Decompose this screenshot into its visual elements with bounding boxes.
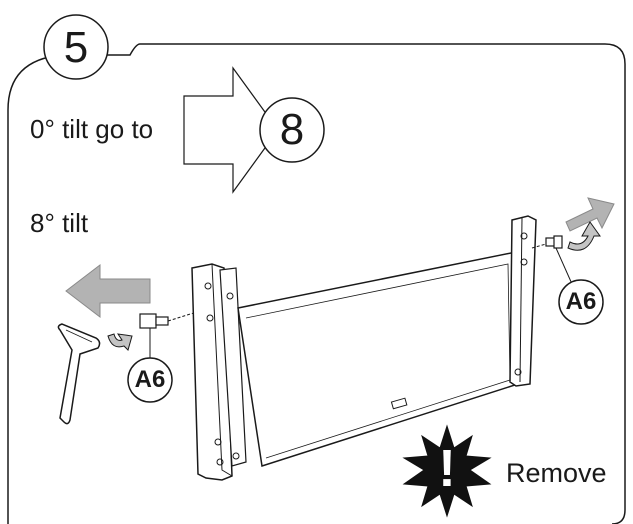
zero-tilt-label: 0° tilt go to — [30, 114, 154, 144]
allen-key-inner-line — [65, 329, 93, 343]
step-frame — [7, 43, 626, 524]
left-rotate-arrow-icon — [107, 333, 133, 351]
right-callout-circle — [558, 279, 604, 325]
bracket-hole — [520, 258, 528, 266]
remove-label: Remove — [506, 458, 607, 488]
right-screw-icon — [531, 235, 563, 249]
left-direction-arrow-icon — [65, 263, 151, 319]
bracket-hole — [206, 314, 214, 322]
left-bracket — [191, 263, 233, 481]
go-to-arrow-icon — [183, 66, 279, 194]
bracket-hole — [216, 458, 224, 466]
left-callout-circle — [127, 357, 173, 403]
bracket-hole — [232, 452, 240, 460]
right-screw-part-label: A6 — [565, 288, 597, 315]
bracket-hole — [226, 292, 234, 300]
right-bracket — [509, 215, 537, 387]
bracket-hole — [204, 282, 212, 290]
right-callout-line — [555, 247, 573, 285]
bracket-hole — [514, 368, 522, 376]
warning-exclamation: ! — [438, 440, 456, 498]
left-rail — [219, 267, 247, 467]
right-direction-arrow-icon — [565, 197, 615, 232]
step-number: 5 — [63, 23, 89, 72]
allen-key-icon — [57, 323, 101, 425]
left-screw-icon — [139, 310, 201, 329]
mount-panel — [237, 251, 519, 467]
target-step-circle — [259, 97, 325, 163]
step-number-circle — [43, 14, 109, 80]
right-rotate-arrow-icon — [567, 221, 601, 251]
bracket-hole — [214, 438, 222, 446]
right-bracket-inner — [519, 217, 523, 383]
panel-slot — [390, 397, 408, 410]
bracket-hole — [520, 232, 528, 240]
mount-panel-edge — [245, 263, 511, 459]
eight-tilt-label: 8° tilt — [30, 208, 89, 238]
left-bracket-inner — [211, 263, 233, 477]
left-screw-part-label: A6 — [134, 366, 166, 393]
warning-starburst-icon — [402, 424, 492, 518]
target-step-number: 8 — [279, 105, 305, 154]
